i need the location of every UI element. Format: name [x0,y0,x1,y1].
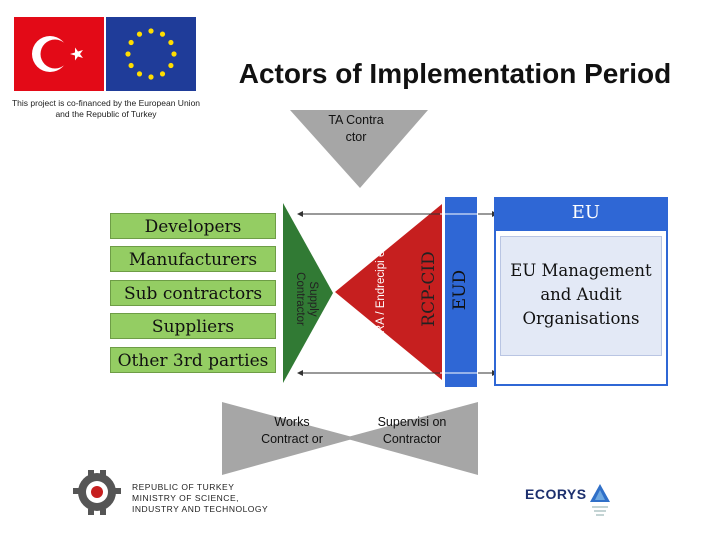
rcp-cid-label: RCP-CID [419,251,439,327]
crescent-star-icon [32,36,83,72]
eu-flag [106,17,196,91]
era-endrecipient-label: ERA / Endrecipi ent [375,241,387,341]
cofinance-note: This project is co-financed by the Europ… [11,98,201,119]
eu-management-text: EU Management and Audit Organisations [500,236,662,356]
ta-triangle [290,110,428,188]
eu-stars-icon [125,28,177,80]
works-triangle [222,402,356,475]
ecorys-label: ECORYS [525,486,587,502]
bar-developers: Developers [110,213,276,239]
eu-box-header: EU [494,197,668,229]
era-rcp-shape [335,204,442,380]
ta-contractor-label: TA Contra ctor [328,113,384,144]
bar-other-3rd-parties: Other 3rd parties [110,347,276,373]
bar-manufacturers: Manufacturers [110,246,276,272]
supply-contractor-shape [283,203,333,383]
supply-contractor-label: Supply Contractor [294,272,319,326]
bar-sub-contractors: Sub contractors [110,280,276,306]
eud-label: EUD [450,269,470,311]
ministry-label: REPUBLIC OF TURKEY MINISTRY OF SCIENCE, … [132,482,269,514]
ministry-gear-icon [73,470,121,515]
page-title: Actors of Implementation Period [238,58,672,89]
supervision-contractor-label: Supervisi on Contractor [377,415,447,446]
bar-suppliers: Suppliers [110,313,276,339]
ecorys-logo-icon [590,484,610,516]
eud-strip [445,197,477,387]
turkey-flag [14,17,104,91]
works-contractor-label: Works Contract or [261,415,323,446]
supervision-triangle [344,402,478,475]
